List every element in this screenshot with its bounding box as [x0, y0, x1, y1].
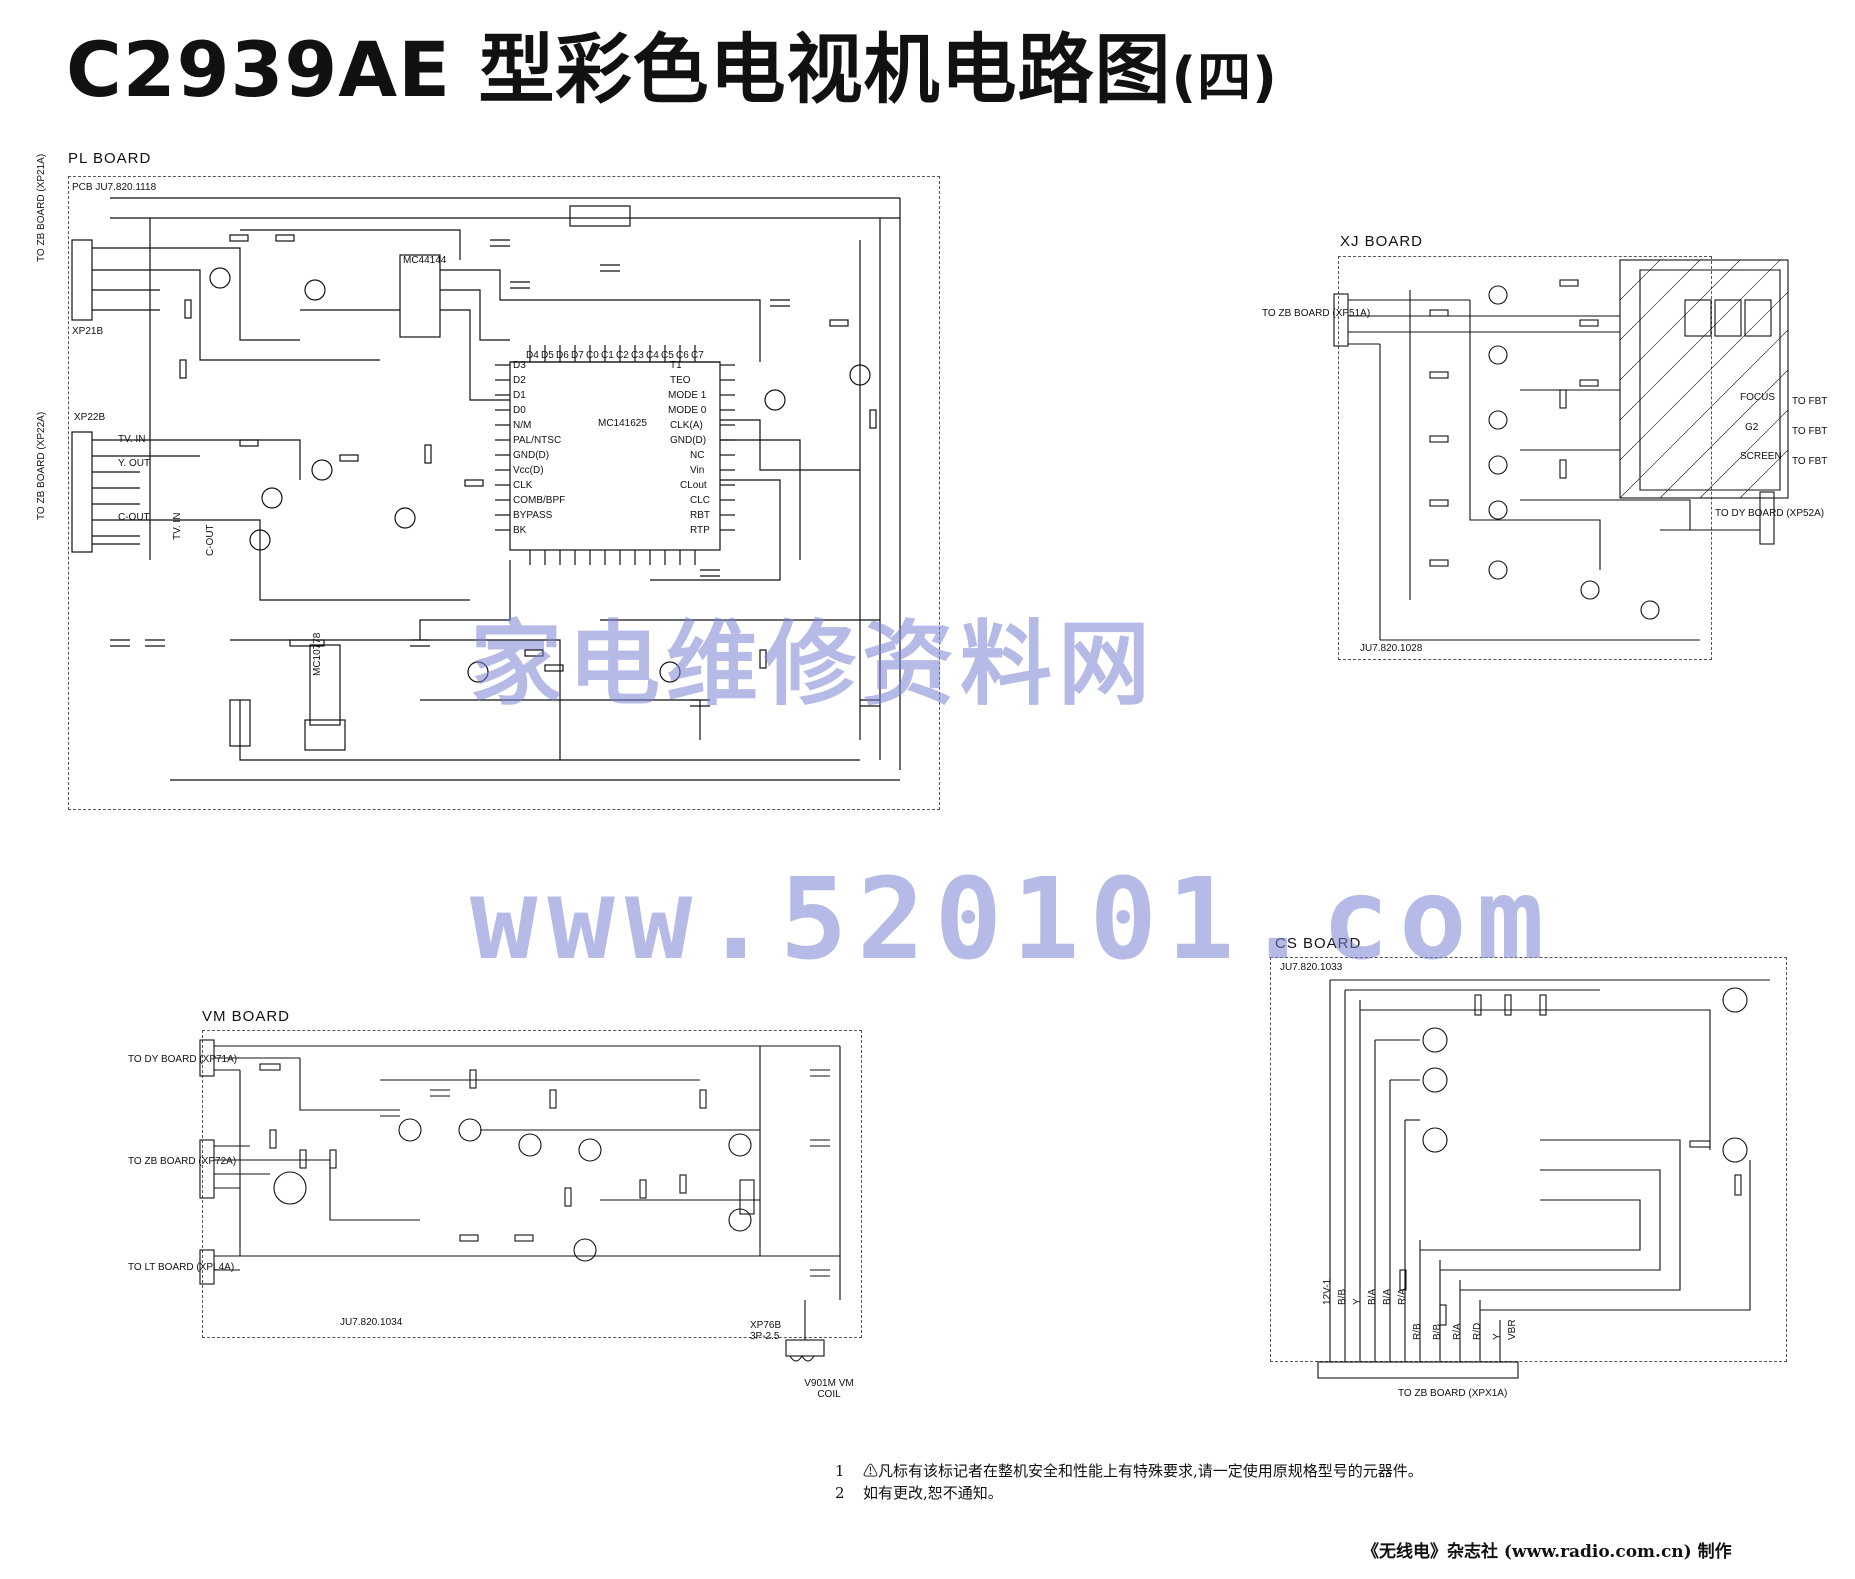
pl-connector-1: XP21B [72, 326, 104, 337]
ic-pin-label: C3 [631, 350, 644, 361]
ic-pin-label: NC [690, 450, 705, 461]
publisher-credit: 《无线电》杂志社 (www.radio.com.cn) 制作 [1362, 1542, 1732, 1562]
ic-pin-label: RBT [690, 510, 710, 521]
ic-pin-label: CLC [690, 495, 711, 506]
watermark-url: www.520101.com [470, 855, 1555, 985]
vm-board-frame [202, 1030, 862, 1338]
pl-pin-tv-in: TV. IN [118, 434, 146, 445]
xj-crt-screen: SCREEN [1740, 451, 1782, 462]
ic-pin-label: C5 [661, 350, 674, 361]
cs-board-label: CS BOARD [1275, 935, 1362, 952]
xj-left-label: TO ZB BOARD (XP51A) [1262, 308, 1371, 319]
ic-pin-label: D6 [556, 350, 569, 361]
ic-pin-label: D7 [571, 350, 584, 361]
note-number: 1 [835, 1462, 845, 1480]
cs-board-pcb: JU7.820.1033 [1280, 962, 1343, 973]
ic-pin-label: D5 [541, 350, 554, 361]
vm-board-label: VM BOARD [202, 1008, 291, 1025]
vm-left-label-dy: TO DY BOARD (XP71A) [128, 1054, 238, 1065]
ic-pin-label: CLK [513, 480, 533, 491]
ic-pin-label: BK [513, 525, 527, 536]
ic-pin-label: CLout [680, 480, 707, 491]
pl-pin-c-out: C-OUT [118, 512, 150, 523]
ic-pin-label: MODE 1 [668, 390, 707, 401]
note-number: 2 [835, 1484, 845, 1502]
vm-left-label-lt: TO LT BOARD (XPL4A) [128, 1262, 235, 1273]
pl-board-pcb: PCB JU7.820.1118 [72, 182, 157, 193]
ic-pin-label: C6 [676, 350, 689, 361]
ic-pin-label: GND(D) [670, 435, 707, 446]
cs-bottom-label: TO ZB BOARD (XPX1A) [1398, 1388, 1508, 1399]
ic-pin-label: C2 [616, 350, 629, 361]
ic-pin-label: D1 [513, 390, 526, 401]
ic-pin-label: C0 [586, 350, 599, 361]
note-item: 2 如有更改,恕不通知。 [835, 1482, 1423, 1504]
ic-pin-label: C7 [691, 350, 704, 361]
notes: 1⚠凡标有该标记者在整机安全和性能上有特殊要求,请一定使用原规格型号的元器件。 … [835, 1460, 1423, 1504]
ic-pin-label: C4 [646, 350, 659, 361]
vm-left-label-zb: TO ZB BOARD (XP72A) [128, 1156, 237, 1167]
xj-board-pcb: JU7.820.1028 [1360, 643, 1423, 654]
ic-pin-label: C1 [601, 350, 614, 361]
note-text: 如有更改,恕不通知。 [863, 1484, 1003, 1502]
ic-pin-label: GND(D) [513, 450, 550, 461]
ic-pin-label: D2 [513, 375, 526, 386]
ic-pin-label: D3 [513, 360, 526, 371]
pl-connector-2: XP22B [74, 412, 106, 423]
ic-pin-label: BYPASS [513, 510, 553, 521]
pl-ic1-label: MC141625 [598, 418, 647, 429]
note-text: ⚠凡标有该标记者在整机安全和性能上有特殊要求,请一定使用原规格型号的元器件。 [863, 1462, 1423, 1480]
pl-board-frame [68, 176, 940, 810]
pl-board-label: PL BOARD [68, 150, 152, 167]
ic-pin-label: N/M [513, 420, 532, 431]
watermark-site-name: 家电维修资料网 [470, 611, 1157, 718]
xj-crt-focus: FOCUS [1740, 392, 1775, 403]
xj-right-label-fbt1: TO FBT [1792, 396, 1828, 407]
ic-pin-label: COMB/BPF [513, 495, 566, 506]
title-main: C2939AE 型彩色电视机电路图 [66, 25, 1172, 114]
ic-pin-label: D0 [513, 405, 526, 416]
vm-coil-label: V901M VM COIL [804, 1378, 854, 1400]
ic-pin-label: PAL/NTSC [513, 435, 562, 446]
ic-pin-label: MODE 0 [668, 405, 707, 416]
vm-board-pcb: JU7.820.1034 [340, 1317, 403, 1328]
xj-crt-g2: G2 [1745, 422, 1759, 433]
xj-board-label: XJ BOARD [1340, 233, 1424, 250]
ic-pin-label: Vcc(D) [513, 465, 544, 476]
page-title: C2939AE 型彩色电视机电路图(四) [66, 8, 1278, 118]
note-item: 1 ⚠凡标有该标记者在整机安全和性能上有特殊要求,请一定使用原规格型号的元器件。 [835, 1460, 1423, 1482]
cs-board-frame [1270, 957, 1787, 1362]
xj-right-label-fbt3: TO FBT [1792, 456, 1828, 467]
ic-pin-label: Vin [690, 465, 705, 476]
ic-pin-label: CLK(A) [670, 420, 703, 431]
vm-connector-label: XP76B 3P-2.5 [750, 1320, 782, 1342]
ic-pin-label: TEO [670, 375, 691, 386]
title-suffix: (四) [1171, 46, 1278, 109]
ic-pin-label: D4 [526, 350, 539, 361]
ic-pin-label: T1 [670, 360, 682, 371]
xj-right-label-dy: TO DY BOARD (XP52A) [1715, 508, 1825, 519]
pl-pin-y-out: Y. OUT [118, 458, 151, 469]
ic-pin-label: RTP [690, 525, 710, 536]
pl-ic2-label: MC44144 [403, 255, 447, 266]
xj-board-frame [1338, 256, 1712, 660]
xj-right-label-fbt2: TO FBT [1792, 426, 1828, 437]
